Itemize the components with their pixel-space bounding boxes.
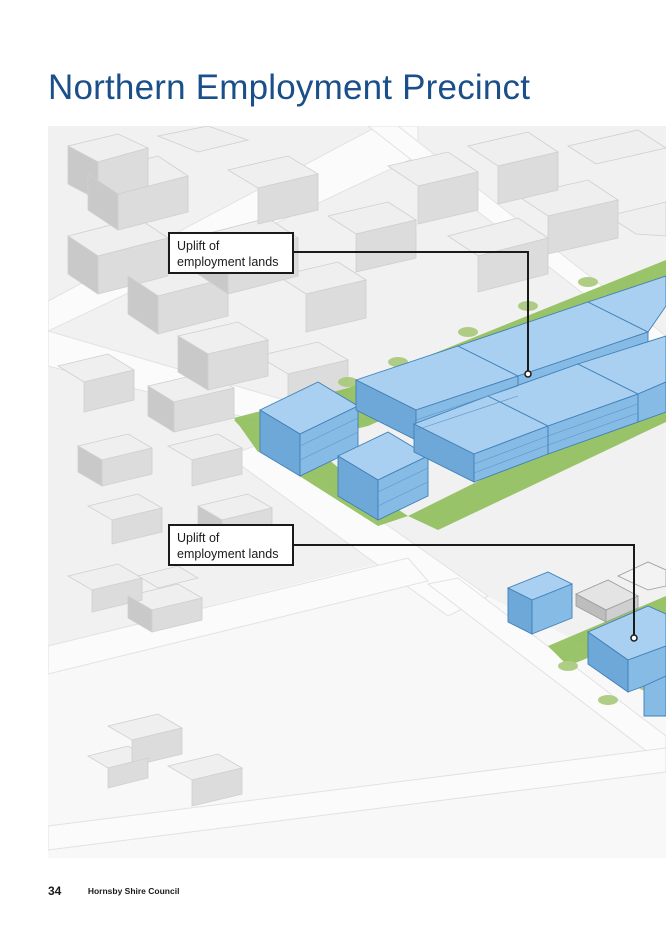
callout-uplift-employment-lands-south: Uplift of employment lands: [168, 524, 294, 566]
callout-leaders: [294, 251, 635, 638]
precinct-3d-illustration: [48, 126, 666, 858]
page-title: Northern Employment Precinct: [48, 68, 531, 107]
callout-anchor-2: [630, 634, 638, 642]
page-number: 34: [48, 884, 62, 898]
employment-buildings-north: [259, 275, 666, 521]
callout-uplift-employment-lands-north: Uplift of employment lands: [168, 232, 294, 274]
page-footer: 34 Hornsby Shire Council: [48, 882, 179, 900]
callout-anchor-1: [524, 370, 532, 378]
publisher-name: Hornsby Shire Council: [87, 886, 180, 896]
existing-sheds-south: [575, 561, 666, 623]
employment-buildings-south: [506, 571, 666, 717]
